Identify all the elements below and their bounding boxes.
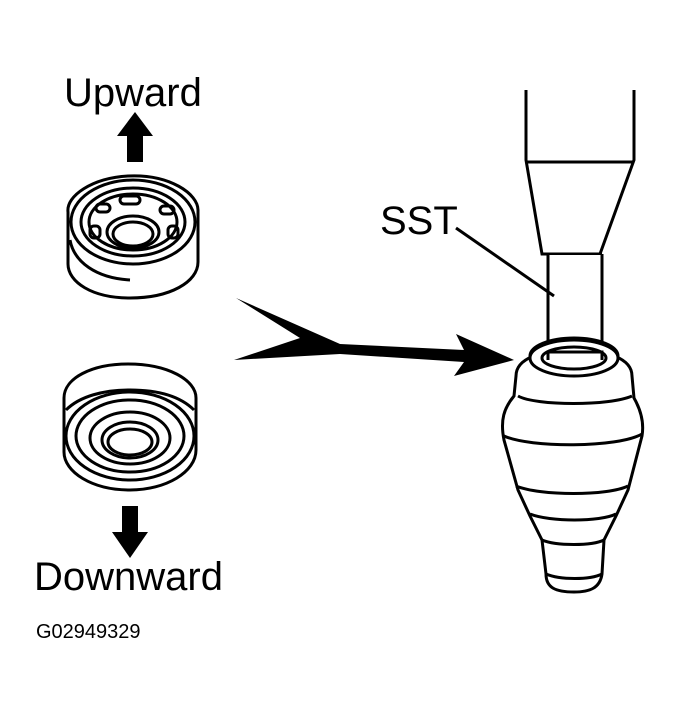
- arrow-right-icon: [234, 298, 514, 376]
- figure-code: G02949329: [36, 621, 141, 643]
- arrow-down-icon: [112, 506, 148, 558]
- sst-leader-line: [455, 226, 555, 298]
- sst-label: SST: [380, 199, 458, 243]
- arrow-up-icon: [117, 112, 153, 162]
- upward-label: Upward: [64, 71, 202, 115]
- sst-tool: [524, 90, 636, 362]
- bearing-downward: [62, 362, 198, 492]
- bearing-upward: [66, 174, 200, 300]
- downward-label: Downward: [34, 555, 223, 599]
- housing-assembly: [500, 336, 645, 594]
